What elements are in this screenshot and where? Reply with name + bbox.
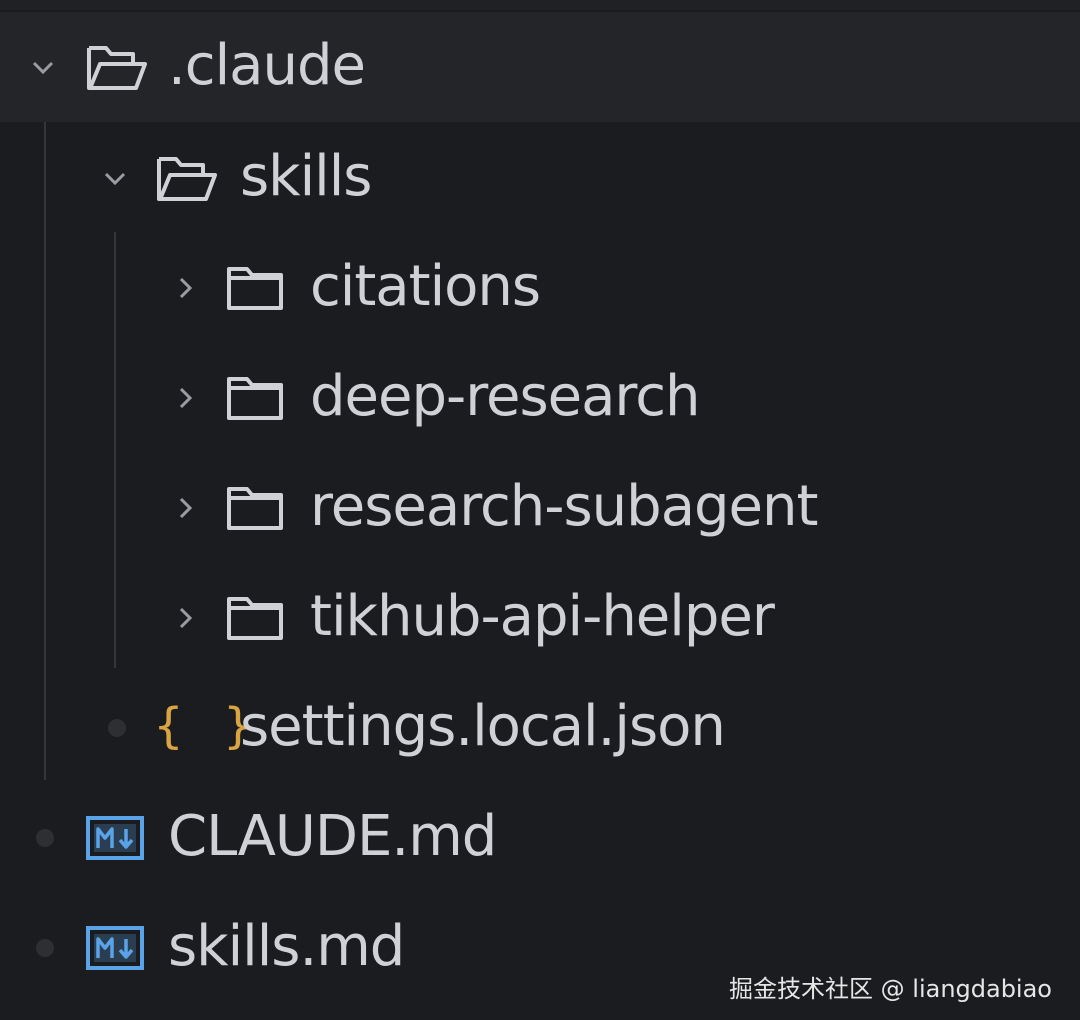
tree-item-label: .claude: [168, 32, 366, 98]
chevron-right-icon[interactable]: [172, 385, 198, 411]
tree-item-label: citations: [310, 253, 541, 319]
tree-item-label: skills: [240, 143, 372, 209]
tree-item-tikhub-api-helper-folder[interactable]: tikhub-api-helper: [0, 563, 1080, 673]
tree-item-settings-local-json[interactable]: { } settings.local.json: [0, 673, 1080, 783]
tree-item-label: tikhub-api-helper: [310, 583, 775, 649]
tree-item-skills-md[interactable]: skills.md: [0, 893, 1080, 1003]
file-status-dot: [36, 829, 54, 847]
indent-guide-root: [44, 120, 46, 780]
tree-item-deep-research-folder[interactable]: deep-research: [0, 343, 1080, 453]
watermark: 掘金技术社区 @ liangdabiao: [729, 975, 1052, 1003]
tree-item-label: CLAUDE.md: [168, 803, 497, 869]
chevron-down-icon[interactable]: [30, 54, 56, 80]
folder-open-icon: [156, 153, 218, 203]
markdown-icon: [86, 926, 144, 970]
chevron-right-icon[interactable]: [172, 605, 198, 631]
folder-icon: [226, 594, 284, 642]
chevron-right-icon[interactable]: [172, 495, 198, 521]
folder-icon: [226, 484, 284, 532]
file-status-dot: [108, 719, 126, 737]
tree-item-label: skills.md: [168, 913, 405, 979]
markdown-icon: [86, 816, 144, 860]
tree-item-skills-folder[interactable]: skills: [0, 123, 1080, 233]
json-braces-icon: { }: [154, 698, 259, 755]
tree-item-research-subagent-folder[interactable]: research-subagent: [0, 453, 1080, 563]
tree-item-claude-md[interactable]: CLAUDE.md: [0, 783, 1080, 893]
folder-icon: [226, 374, 284, 422]
file-status-dot: [36, 939, 54, 957]
tree-item-label: settings.local.json: [240, 693, 726, 759]
indent-guide-skills: [114, 232, 116, 668]
tree-item-citations-folder[interactable]: citations: [0, 233, 1080, 343]
panel-top-edge: [0, 0, 1080, 10]
tree-item-label: research-subagent: [310, 473, 818, 539]
folder-open-icon: [86, 42, 148, 92]
folder-icon: [226, 264, 284, 312]
tree-item-label: deep-research: [310, 363, 700, 429]
tree-item-claude-folder[interactable]: .claude: [0, 12, 1080, 122]
chevron-down-icon[interactable]: [102, 165, 128, 191]
chevron-right-icon[interactable]: [172, 275, 198, 301]
